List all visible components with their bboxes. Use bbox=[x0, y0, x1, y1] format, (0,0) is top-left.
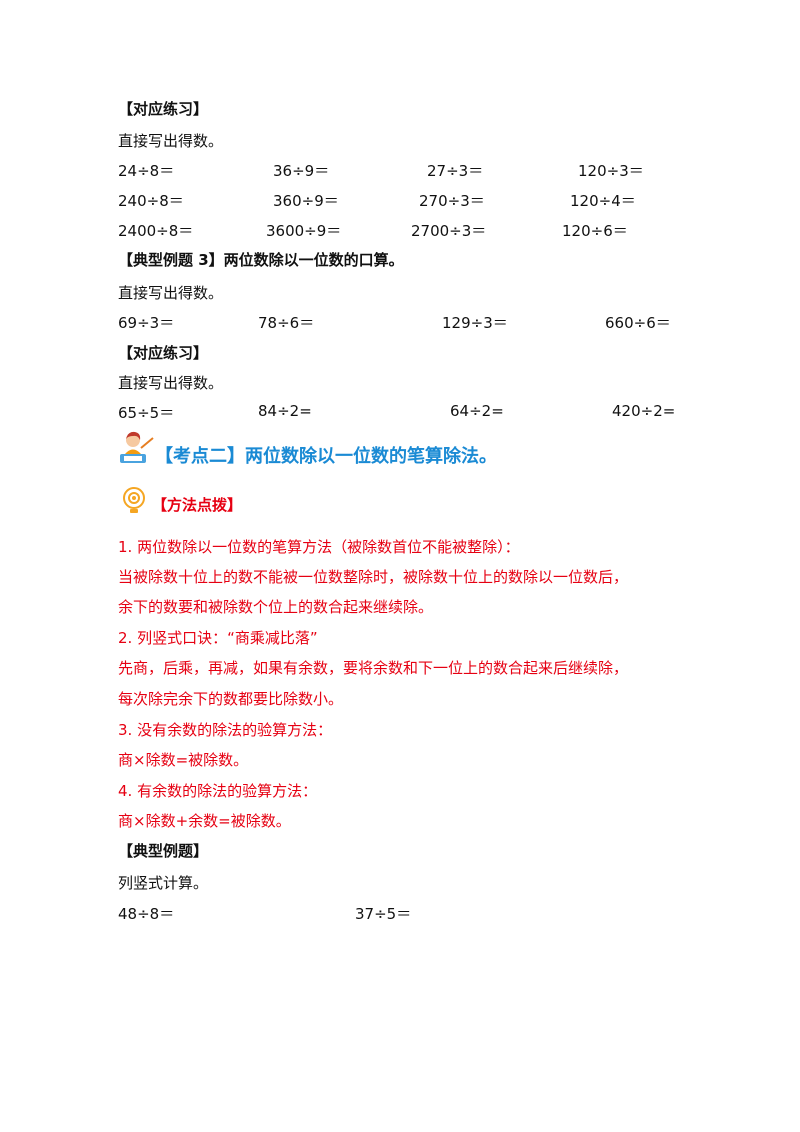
teacher-icon bbox=[116, 428, 156, 468]
section-heading-practice-1: 【对应练习】 bbox=[118, 100, 209, 118]
instruction-2: 直接写出得数。 bbox=[118, 284, 224, 302]
method-line: 先商，后乘，再减，如果有余数，要将余数和下一位上的数合起来后继续除， bbox=[118, 659, 629, 677]
method-line: 2. 列竖式口诀：“商乘减比落” bbox=[118, 629, 318, 647]
equation: 240÷8＝ bbox=[118, 192, 184, 210]
method-line: 商×除数+余数=被除数。 bbox=[118, 812, 291, 830]
equation: 24÷8＝ bbox=[118, 162, 175, 180]
equation: 360÷9＝ bbox=[273, 192, 339, 210]
equation: 3600÷9＝ bbox=[266, 222, 342, 240]
equation: 2700÷3＝ bbox=[411, 222, 487, 240]
method-line: 1. 两位数除以一位数的笔算方法（被除数首位不能被整除）： bbox=[118, 538, 520, 556]
equation: 120÷3＝ bbox=[578, 162, 644, 180]
lightbulb-icon bbox=[118, 484, 150, 516]
equation: 27÷3＝ bbox=[427, 162, 484, 180]
method-line: 当被除数十位上的数不能被一位数整除时，被除数十位上的数除以一位数后， bbox=[118, 568, 629, 586]
instruction-1: 直接写出得数。 bbox=[118, 132, 224, 150]
method-line: 每次除完余下的数都要比除数小。 bbox=[118, 690, 344, 708]
equation: 660÷6＝ bbox=[605, 314, 671, 332]
method-line: 4. 有余数的除法的验算方法： bbox=[118, 782, 318, 800]
equation: 84÷2= bbox=[258, 402, 312, 420]
method-line: 3. 没有余数的除法的验算方法： bbox=[118, 721, 333, 739]
section-heading-example-3: 【典型例题 3】两位数除以一位数的口算。 bbox=[118, 251, 404, 269]
instruction-4: 列竖式计算。 bbox=[118, 874, 209, 892]
method-line: 商×除数=被除数。 bbox=[118, 751, 249, 769]
equation: 65÷5＝ bbox=[118, 404, 175, 422]
equation: 120÷4＝ bbox=[570, 192, 636, 210]
equation: 48÷8＝ bbox=[118, 905, 175, 923]
section-heading-example: 【典型例题】 bbox=[118, 842, 209, 860]
method-line: 余下的数要和被除数个位上的数合起来继续除。 bbox=[118, 598, 434, 616]
equation: 129÷3＝ bbox=[442, 314, 508, 332]
equation: 69÷3＝ bbox=[118, 314, 175, 332]
equation: 78÷6＝ bbox=[258, 314, 315, 332]
equation: 420÷2= bbox=[612, 402, 676, 420]
section-heading-practice-2: 【对应练习】 bbox=[118, 344, 209, 362]
kaodian-title: 【考点二】两位数除以一位数的笔算除法。 bbox=[155, 446, 497, 467]
equation: 120÷6＝ bbox=[562, 222, 628, 240]
equation: 64÷2= bbox=[450, 402, 504, 420]
equation: 2400÷8＝ bbox=[118, 222, 194, 240]
equation: 37÷5＝ bbox=[355, 905, 412, 923]
equation: 270÷3＝ bbox=[419, 192, 485, 210]
method-title: 【方法点拨】 bbox=[152, 496, 243, 514]
instruction-3: 直接写出得数。 bbox=[118, 374, 224, 392]
equation: 36÷9＝ bbox=[273, 162, 330, 180]
